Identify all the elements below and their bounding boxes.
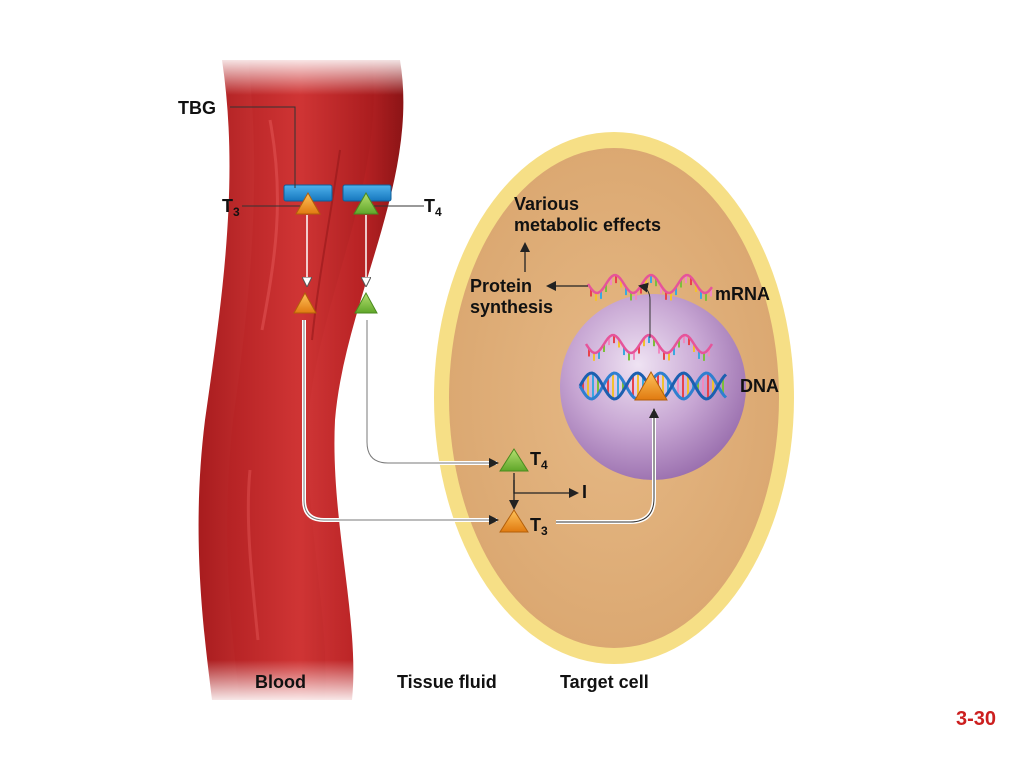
t4-hormone-bound <box>353 191 379 215</box>
mrna-backbone <box>586 273 714 295</box>
t4-hormone-cell <box>499 448 529 472</box>
protein-synthesis-label: Protein synthesis <box>470 276 554 317</box>
t4-hormone-free <box>354 291 378 314</box>
t4-cell-letter: T <box>530 449 541 469</box>
t3-cell-letter: T <box>530 515 541 535</box>
pathway-lines <box>230 106 659 525</box>
t3-blood-letter: T <box>222 196 233 216</box>
t3-blood-subscript: 3 <box>233 205 240 219</box>
blood-vessel <box>180 55 440 705</box>
mrna-label: mRNA <box>715 284 771 304</box>
t3-cell-label: T3 <box>530 515 548 539</box>
iodine-label: I <box>582 482 588 502</box>
figure-number: 3-30 <box>956 708 997 730</box>
t3-hormone-bound <box>295 191 321 215</box>
tissue-fluid-region-label: Tissue fluid <box>397 672 497 692</box>
t3-blood-label: T3 <box>222 196 240 220</box>
t4-cell-subscript: 4 <box>541 458 548 472</box>
tbg-label: TBG <box>178 98 216 118</box>
blood-region-label: Blood <box>255 672 306 692</box>
dna-label: DNA <box>740 376 779 396</box>
t3-hormone-free <box>293 291 317 314</box>
t4-cell-label: T4 <box>530 449 548 473</box>
target-cell-region-label: Target cell <box>560 672 649 692</box>
t4-blood-label: T4 <box>424 196 442 220</box>
mrna-strand <box>586 273 714 301</box>
t3-cell-subscript: 3 <box>541 524 548 538</box>
t3-hormone-dna <box>634 370 668 401</box>
t4-blood-letter: T <box>424 196 435 216</box>
mrna-strand-nucleus <box>584 333 714 361</box>
t3-hormone-cell <box>499 509 529 533</box>
mrna-backbone <box>584 333 714 355</box>
various-effects-label: Various metabolic effects <box>514 194 662 235</box>
t4-blood-subscript: 4 <box>435 205 442 219</box>
